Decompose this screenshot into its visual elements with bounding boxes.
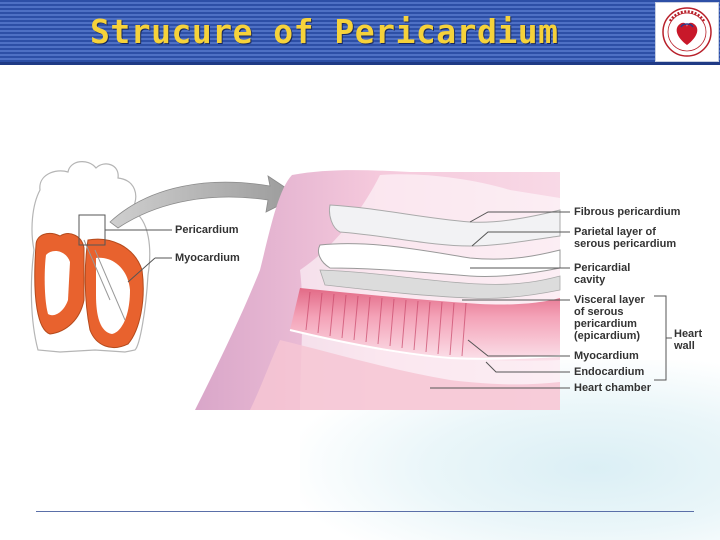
- heart-cross-section: [30, 161, 151, 353]
- society-logo: [655, 2, 719, 62]
- label-pericardial-cavity: Pericardial cavity: [574, 262, 631, 286]
- label-myocardium-left: Myocardium: [175, 252, 240, 264]
- title-bar: Strucure of Pericardium: [0, 0, 720, 65]
- slide-title: Strucure of Pericardium: [90, 12, 559, 51]
- heart-society-logo-icon: [662, 7, 712, 57]
- label-myocardium-right: Myocardium: [574, 350, 639, 362]
- magnified-tissue: [195, 170, 561, 410]
- label-parietal-layer: Parietal layer of serous pericardium: [574, 226, 677, 250]
- label-endocardium: Endocardium: [574, 366, 645, 378]
- label-fibrous-pericardium: Fibrous pericardium: [574, 206, 681, 218]
- label-heart-chamber: Heart chamber: [574, 382, 652, 394]
- label-visceral-layer: Visceral layer of serous pericardium (ep…: [574, 294, 645, 342]
- label-heart-wall: Heart wall: [674, 328, 703, 352]
- label-pericardium: Pericardium: [175, 224, 239, 236]
- footer-divider: [36, 511, 694, 512]
- leader-lines: [430, 211, 672, 389]
